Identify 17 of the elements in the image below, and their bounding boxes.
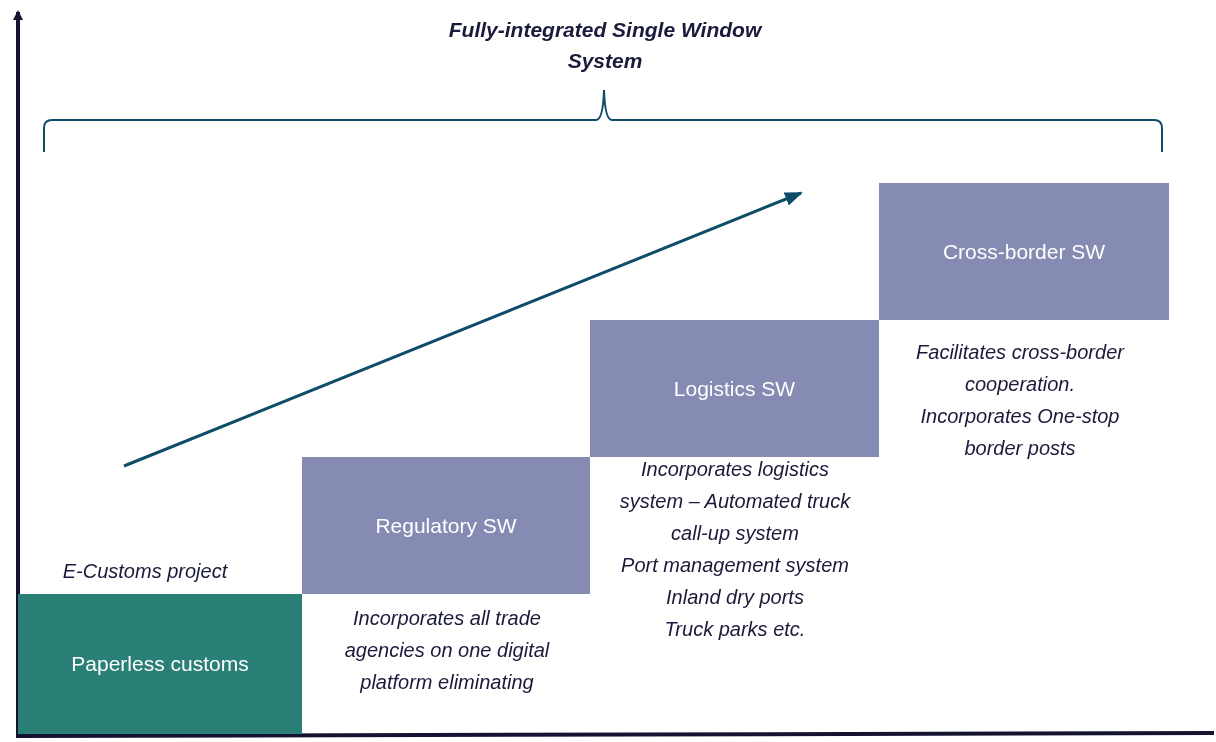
diagram-heading: Fully-integrated Single Window System: [447, 17, 764, 74]
stage-box: [302, 457, 590, 594]
stage-label: Regulatory SW: [375, 513, 517, 538]
stage-description: Port management system: [620, 553, 850, 578]
stage-box: [590, 320, 879, 457]
stage-label: Logistics SW: [673, 376, 796, 401]
stage-box: [18, 594, 302, 734]
stage-description: Incorporates all trade agencies on one digital platform eliminating: [343, 606, 551, 695]
stage-label: Cross-border SW: [942, 239, 1106, 264]
stage-description: Incorporates logistics system – Automated truck call-up system: [618, 457, 852, 546]
stage-description: Incorporates One-stop border posts: [919, 404, 1121, 461]
stage-description: Truck parks etc.: [663, 617, 807, 642]
stage-description: Facilitates cross-border cooperation.: [915, 340, 1126, 397]
stage-label: Paperless customs: [71, 652, 249, 676]
stage-description: Inland dry ports: [665, 585, 805, 610]
stage-box: [879, 183, 1169, 320]
stage-description: E-Customs project: [61, 559, 229, 584]
